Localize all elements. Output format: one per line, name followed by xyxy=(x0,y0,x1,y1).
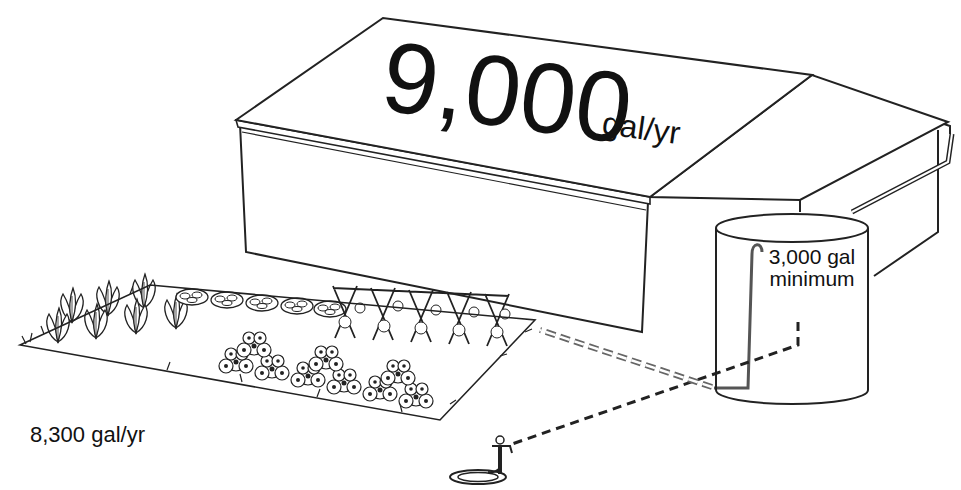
bush-plant xyxy=(381,360,415,385)
vine-leaf xyxy=(491,326,503,338)
bush-plant xyxy=(327,369,361,394)
buried-pipe xyxy=(512,322,798,444)
hose-end xyxy=(488,468,500,472)
tank-pipe xyxy=(714,245,762,388)
tomato-vine xyxy=(339,301,510,338)
bush-plant xyxy=(237,332,271,357)
cabbage-plant xyxy=(176,289,208,305)
tank-lid xyxy=(716,214,868,242)
lettuce-plant xyxy=(97,281,119,315)
cabbage-plant xyxy=(211,292,243,308)
hose-coil xyxy=(450,470,506,484)
faucet-handle xyxy=(496,436,504,444)
cabbage-plant xyxy=(246,295,278,311)
node-outline xyxy=(712,212,872,407)
tank-body xyxy=(716,228,868,404)
faucet-spout xyxy=(492,446,512,453)
garden-pipe xyxy=(540,330,712,387)
vine-leaf xyxy=(378,320,390,332)
bush-plant xyxy=(399,383,433,408)
garden-demand: 8,300 gal/yr xyxy=(30,423,145,446)
bush-plant xyxy=(255,355,289,380)
lettuce-plant xyxy=(125,299,147,333)
tank-box: 3,000 gal minimum xyxy=(712,212,872,407)
bush-plant xyxy=(309,346,343,371)
tank-capacity: 3,000 gal minimum xyxy=(760,246,864,290)
roof-outline xyxy=(236,18,812,197)
vine-leaf xyxy=(415,322,427,334)
connector-group xyxy=(540,330,712,387)
roof-box: 9,000gal/yr xyxy=(232,12,952,202)
lettuce-plant xyxy=(47,308,69,342)
vine-leaf xyxy=(453,324,465,336)
vine-leaf xyxy=(339,316,351,328)
vine-leaf xyxy=(393,301,403,311)
cabbage-plant xyxy=(281,298,313,314)
hose-coil xyxy=(458,473,498,482)
pipe-core xyxy=(540,330,712,387)
garden-box: 8,300 gal/yr xyxy=(18,275,540,453)
bed-outline xyxy=(20,285,535,420)
